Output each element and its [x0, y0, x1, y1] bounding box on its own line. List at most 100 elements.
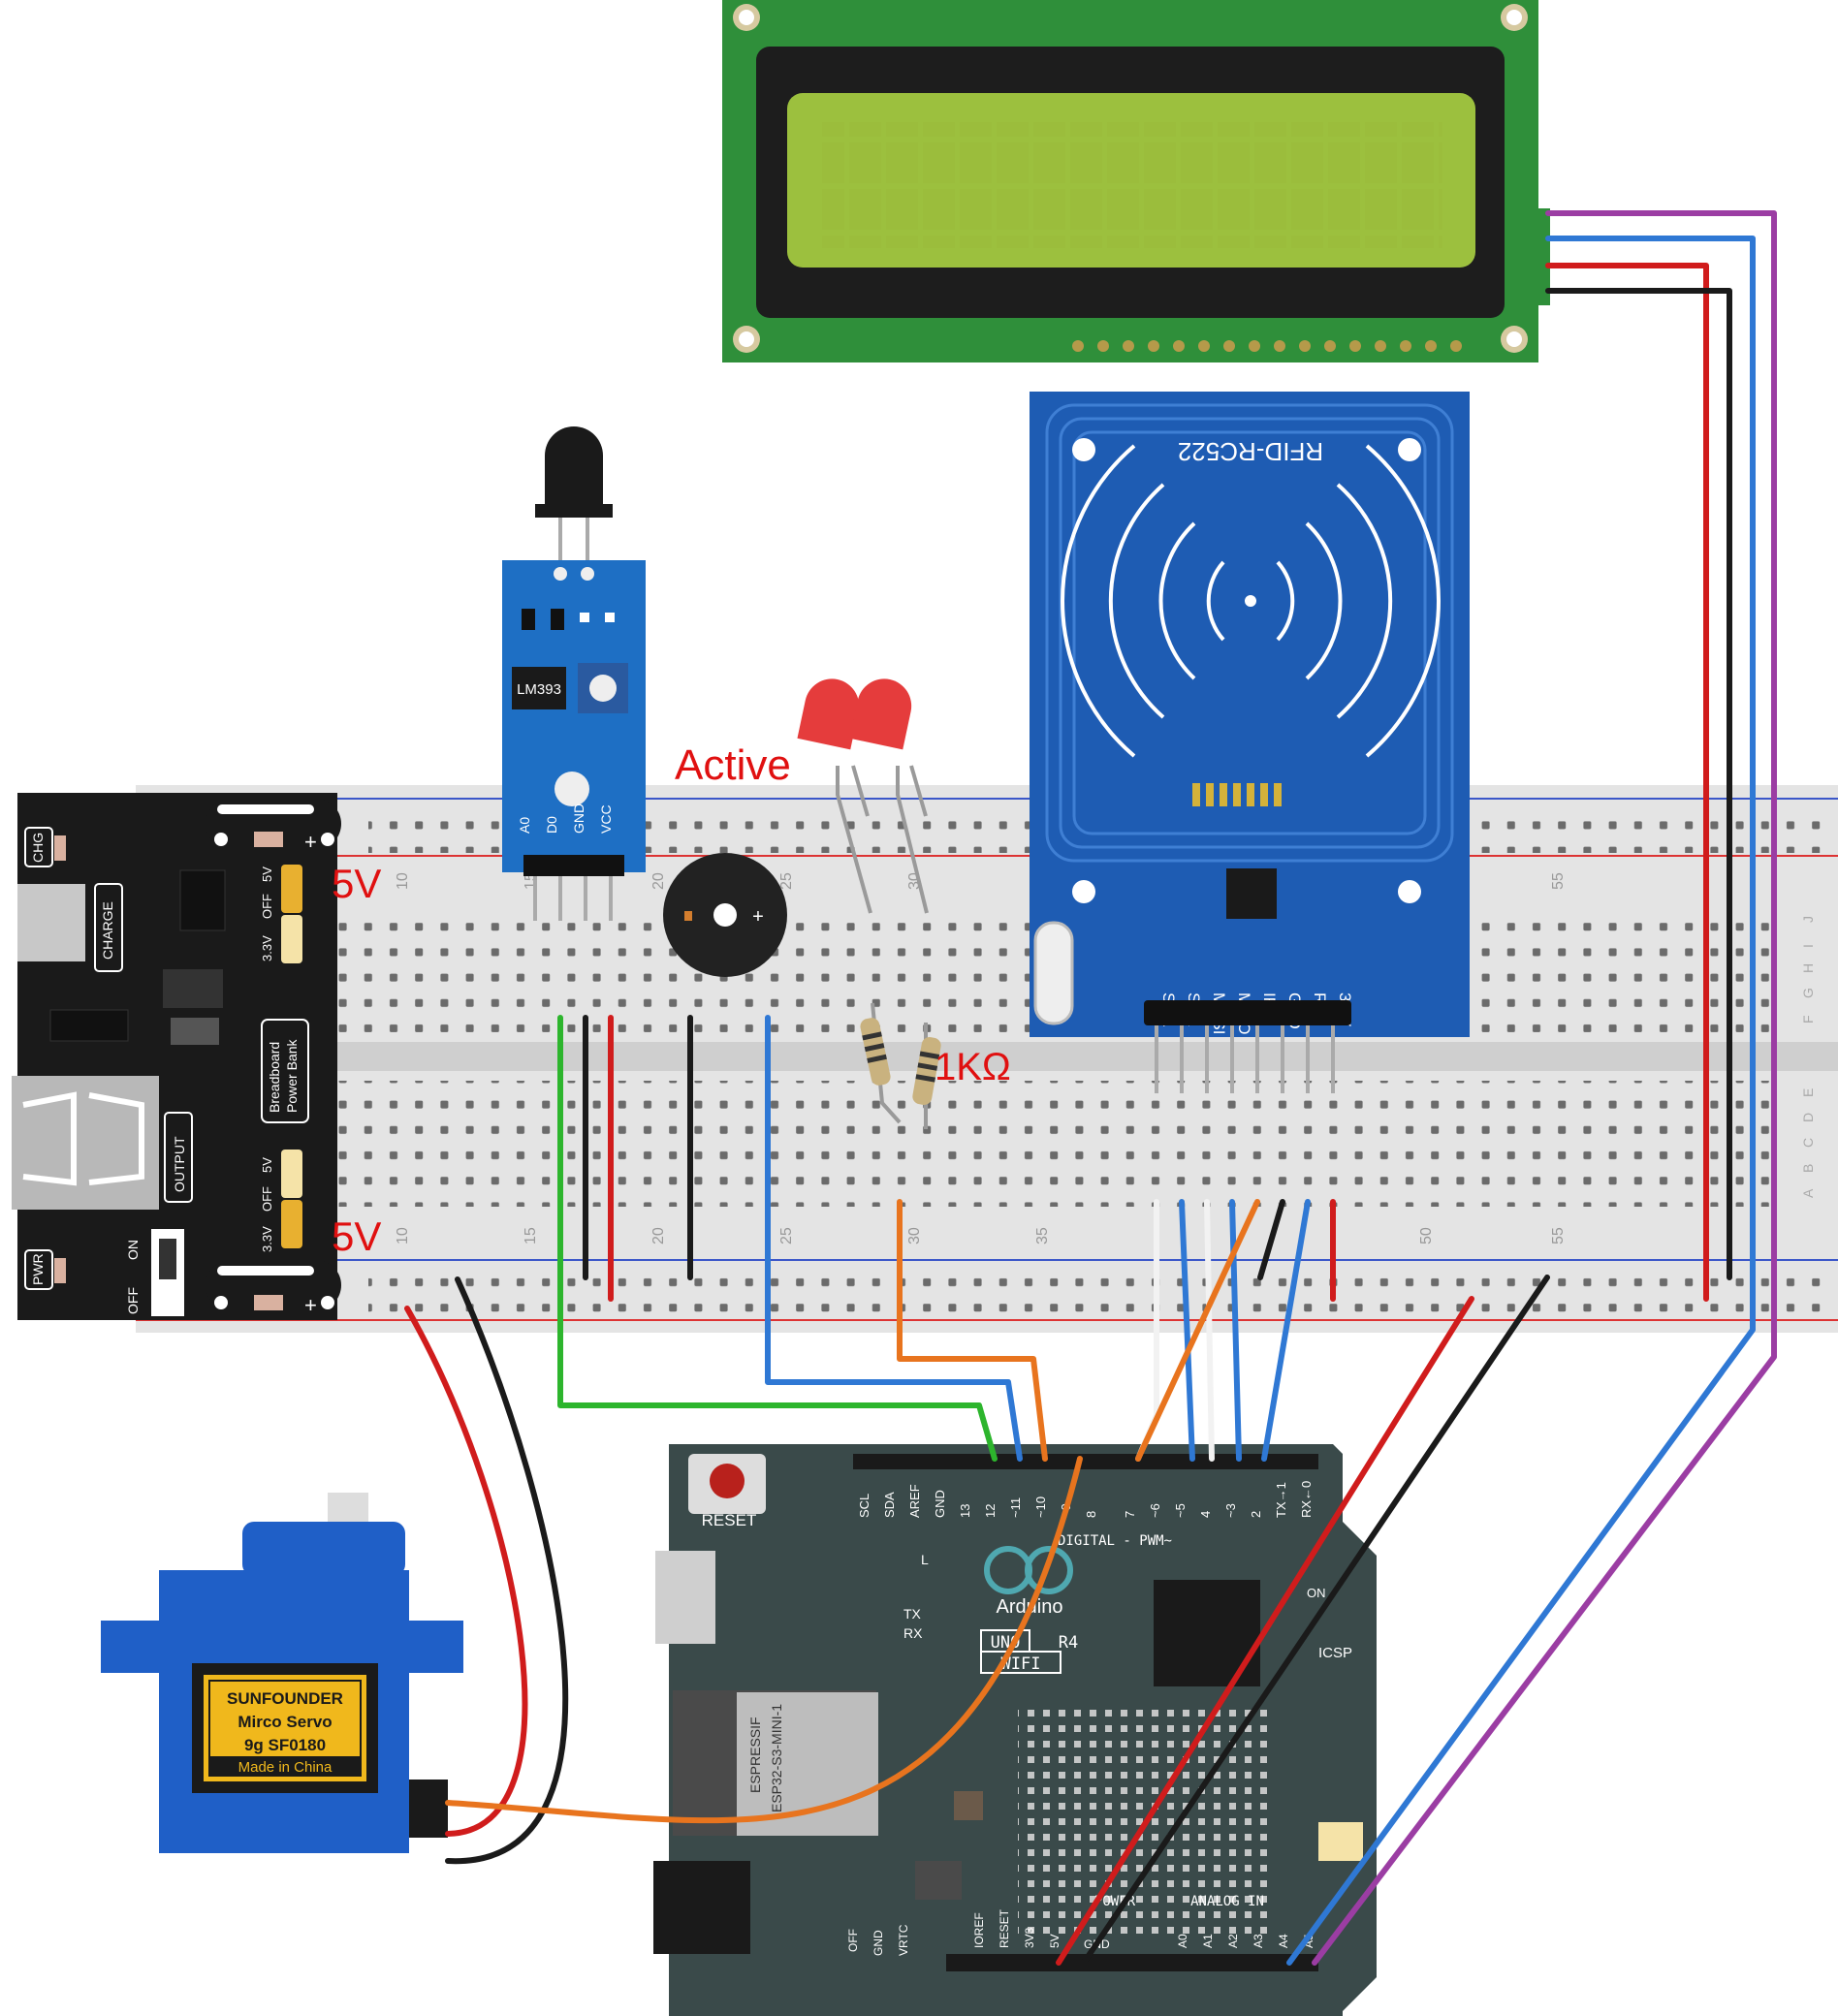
svg-text:G: G	[1800, 988, 1816, 998]
wire-buzzer-blue	[765, 1015, 1023, 1462]
pm-plus-bottom: +	[304, 1293, 317, 1317]
wire-rfid-rst-blue	[1261, 1199, 1311, 1462]
col-number-20: 20	[650, 872, 667, 890]
svg-text:I: I	[1800, 944, 1816, 948]
svg-text:A: A	[1800, 1188, 1816, 1198]
arduino-rx-label: RX	[903, 1625, 923, 1641]
pm-jumper-bot-5v: 5V	[260, 1157, 274, 1173]
svg-text:SCL: SCL	[857, 1494, 871, 1518]
svg-text:GND: GND	[933, 1490, 947, 1518]
svg-text:H: H	[1800, 963, 1816, 973]
svg-text:IOREF: IOREF	[972, 1912, 986, 1948]
led-1	[797, 678, 860, 750]
wire-rfid-sck-blue	[1179, 1199, 1195, 1462]
flame-pin-vcc: VCC	[598, 804, 614, 834]
power-module: + + CHG CHARGE OUTPUT Breadboard Power B…	[12, 793, 341, 1320]
col-number-25: 25	[778, 872, 795, 890]
col-number-b-20: 20	[650, 1227, 667, 1244]
col-number-b-35: 35	[1034, 1227, 1051, 1244]
arduino-gnd-label: GND	[871, 1930, 885, 1956]
wire-lcd-purple	[1312, 210, 1777, 1966]
svg-text:TX→1: TX→1	[1274, 1482, 1288, 1518]
annotation-5v-top: 5V	[332, 861, 381, 906]
svg-text:B: B	[1800, 1164, 1816, 1173]
flame-chip-label: LM393	[517, 681, 561, 698]
pm-title: Breadboard	[267, 1042, 282, 1113]
pm-jumper-bot-33: 3.3V	[260, 1226, 274, 1252]
wire-lcd-red	[1545, 263, 1709, 1302]
flame-pin-a0: A0	[517, 817, 532, 834]
wire-servo-red	[404, 1306, 528, 1837]
svg-text:2: 2	[1249, 1511, 1263, 1518]
flame-sensor: LM393 A0 D0 GND VCC	[502, 426, 646, 921]
arduino-board: RESET ESPRESSIF ESP32-S3-MINI-1 Arduino …	[653, 1444, 1377, 2016]
pm-off-label: OFF	[125, 1287, 141, 1314]
buzzer: +	[663, 853, 787, 977]
col-number-55: 55	[1550, 872, 1567, 890]
arduino-analog-label: ANALOG IN	[1190, 1894, 1264, 1909]
svg-text:F: F	[1800, 1015, 1816, 1024]
pm-plus-top: +	[304, 830, 317, 854]
annotations: Active 1KΩ 5V 5V	[332, 741, 1011, 1259]
wire-flame-d0-green	[557, 1015, 998, 1462]
arduino-module-a: ESPRESSIF	[747, 1717, 763, 1793]
rfid-title: RFID-RC522	[1178, 437, 1323, 466]
arduino-icsp-label: ICSP	[1318, 1645, 1352, 1661]
svg-text:A3: A3	[1252, 1934, 1265, 1948]
col-number-b-15: 15	[523, 1227, 539, 1244]
svg-text:A0: A0	[1176, 1934, 1189, 1948]
pm-output-label: OUTPUT	[172, 1136, 187, 1192]
arduino-digital-pin-labels: SCL SDA AREF GND 13 12 ~11 ~10 ~9 8 7 ~6…	[857, 1481, 1314, 1518]
wire-rail-gnd-black	[1081, 1275, 1550, 1966]
col-number-b-30: 30	[906, 1227, 923, 1244]
pm-pwr-label: PWR	[30, 1253, 46, 1285]
flame-pin-d0: D0	[544, 816, 559, 834]
pm-jumper-top-5v: 5V	[260, 866, 274, 882]
pm-subtitle: Power Bank	[284, 1039, 300, 1113]
svg-text:7: 7	[1123, 1511, 1137, 1518]
wire-led-orange	[897, 1199, 1048, 1462]
servo-line2: 9g SF0180	[244, 1736, 326, 1754]
led-2	[849, 678, 912, 750]
col-number-b-50: 50	[1418, 1227, 1435, 1244]
svg-text:A1: A1	[1201, 1934, 1215, 1948]
svg-text:RESET: RESET	[998, 1908, 1011, 1948]
rfid-module: RFID-RC522 SDA SCK MOSI MISO IRQ GND	[1030, 392, 1470, 1093]
svg-text:~5: ~5	[1173, 1503, 1188, 1518]
servo-motor: SUNFOUNDER Mirco Servo 9g SF0180 Made in…	[101, 1493, 463, 1853]
svg-text:5V: 5V	[1048, 1934, 1062, 1948]
lcd-display	[722, 0, 1550, 362]
wires	[404, 210, 1777, 1966]
svg-text:12: 12	[983, 1504, 998, 1518]
annotation-resistor: 1KΩ	[935, 1046, 1011, 1088]
col-number-b-10: 10	[395, 1227, 411, 1244]
pm-jumper-top-off: OFF	[260, 894, 274, 919]
arduino-model-b: R4	[1059, 1633, 1078, 1653]
wire-lcd-black	[1545, 288, 1732, 1280]
red-leds	[797, 678, 929, 914]
svg-text:J: J	[1800, 916, 1816, 923]
svg-text:RX←0: RX←0	[1299, 1481, 1314, 1518]
arduino-tx-label: TX	[903, 1606, 922, 1622]
annotation-active: Active	[675, 741, 791, 789]
arduino-off-label: OFF	[846, 1929, 860, 1952]
svg-text:A2: A2	[1226, 1934, 1240, 1948]
svg-text:13: 13	[958, 1504, 972, 1518]
wire-servo-signal-orange	[445, 1456, 1083, 1824]
wire-rfid-miso-blue	[1229, 1199, 1242, 1462]
arduino-model-c: WIFI	[1001, 1654, 1041, 1674]
resistors	[860, 1002, 941, 1129]
annotation-5v-bottom: 5V	[332, 1213, 381, 1259]
servo-line1: Mirco Servo	[238, 1713, 332, 1731]
servo-line3: Made in China	[238, 1759, 333, 1776]
svg-text:~3: ~3	[1223, 1503, 1238, 1518]
svg-text:~6: ~6	[1148, 1503, 1162, 1518]
pm-on-label: ON	[125, 1240, 141, 1260]
wire-rfid-gnd-black	[1257, 1199, 1285, 1280]
ir-receiver-icon	[535, 426, 613, 572]
arduino-module-b: ESP32-S3-MINI-1	[769, 1704, 784, 1812]
arduino-logo-icon	[984, 1546, 1073, 1594]
svg-text:+: +	[752, 906, 764, 928]
svg-text:AREF: AREF	[907, 1484, 922, 1518]
